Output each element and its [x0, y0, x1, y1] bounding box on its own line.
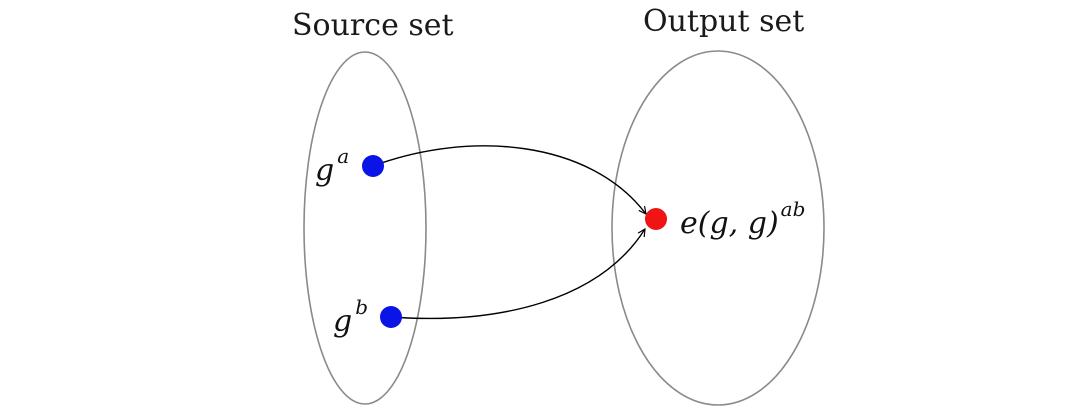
label-exponent: a [337, 144, 349, 168]
label-exponent: ab [781, 197, 806, 221]
label-base: g [333, 304, 352, 339]
mapping-arrow-from-g-a [372, 145, 646, 214]
output-set-title: Output set [643, 4, 804, 39]
output-set-ellipse [611, 50, 825, 406]
source-set-title: Source set [292, 8, 454, 43]
element-dot-g-a [362, 155, 384, 177]
element-dot-pairing [645, 208, 667, 230]
label-base: e(g, g) [680, 206, 779, 241]
element-label-pairing: e(g, g)ab [680, 197, 805, 241]
label-base: g [315, 153, 334, 188]
mapping-arrow-from-g-b [390, 229, 645, 320]
element-dot-g-b [380, 306, 402, 328]
label-exponent: b [355, 295, 368, 319]
source-set-ellipse [303, 51, 427, 405]
